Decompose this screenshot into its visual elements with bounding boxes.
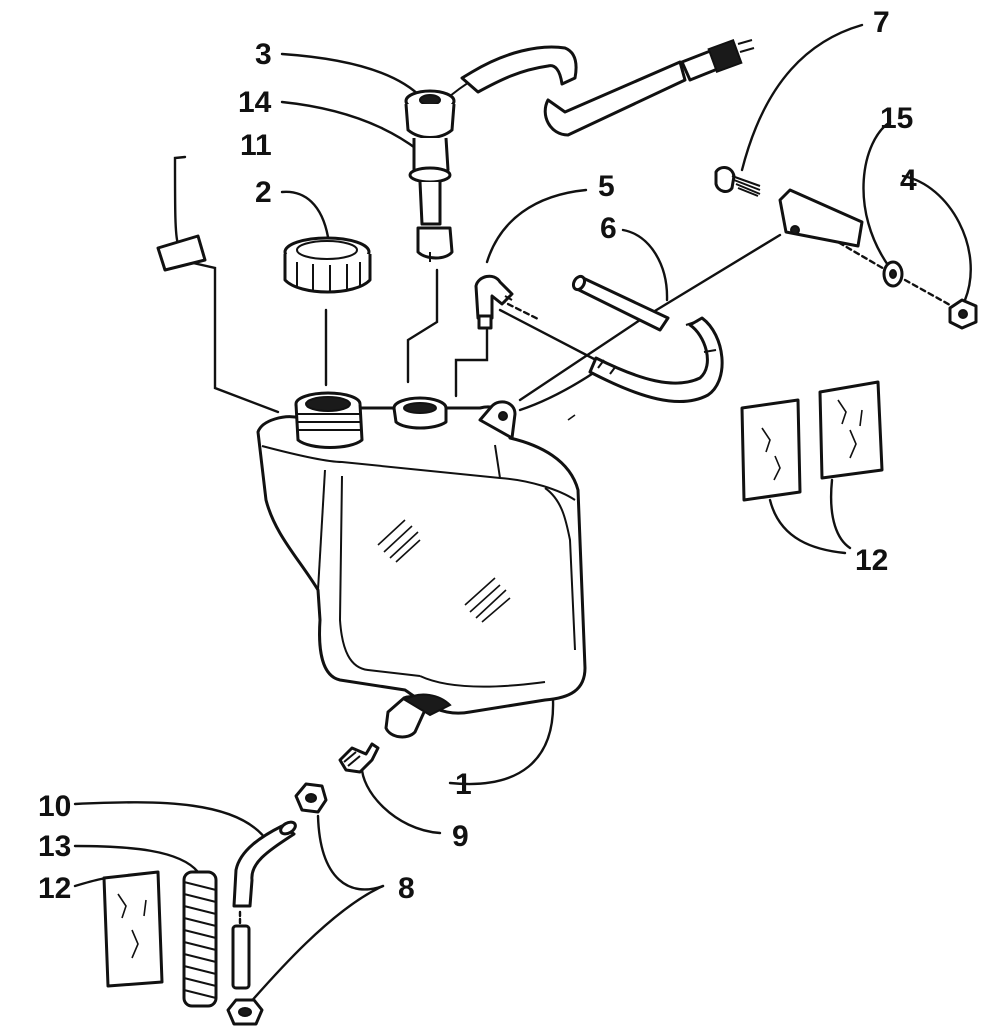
callout-5: 5 [598,170,615,203]
level-sensor [404,38,755,262]
callout-4: 4 [900,164,917,197]
callout-8: 8 [398,872,415,905]
callout-12-lower: 12 [38,872,71,905]
callout-12-upper: 12 [855,544,888,577]
callout-3: 3 [255,38,272,71]
callout-7: 7 [873,6,890,39]
outlet-fittings [226,742,380,1026]
bracket-hardware [714,166,978,330]
callout-2: 2 [255,176,272,209]
callout-11: 11 [240,129,272,162]
callout-15: 15 [880,102,913,135]
callout-13: 13 [38,830,71,863]
filler-cap [283,236,372,294]
spring [182,870,218,1008]
callout-6: 6 [600,212,617,245]
elbow-fitting [474,274,514,330]
callout-labels: 1 2 3 4 5 6 7 8 9 10 11 12 12 13 14 15 [38,6,917,905]
small-label-11 [156,234,207,272]
callout-10: 10 [38,790,71,823]
vent-tube [571,274,724,403]
callout-14: 14 [238,86,272,119]
oil-tank [256,391,587,739]
decal-cards [102,380,884,988]
callout-1: 1 [455,768,472,801]
callout-9: 9 [452,820,469,853]
leader-lines [73,23,972,1014]
